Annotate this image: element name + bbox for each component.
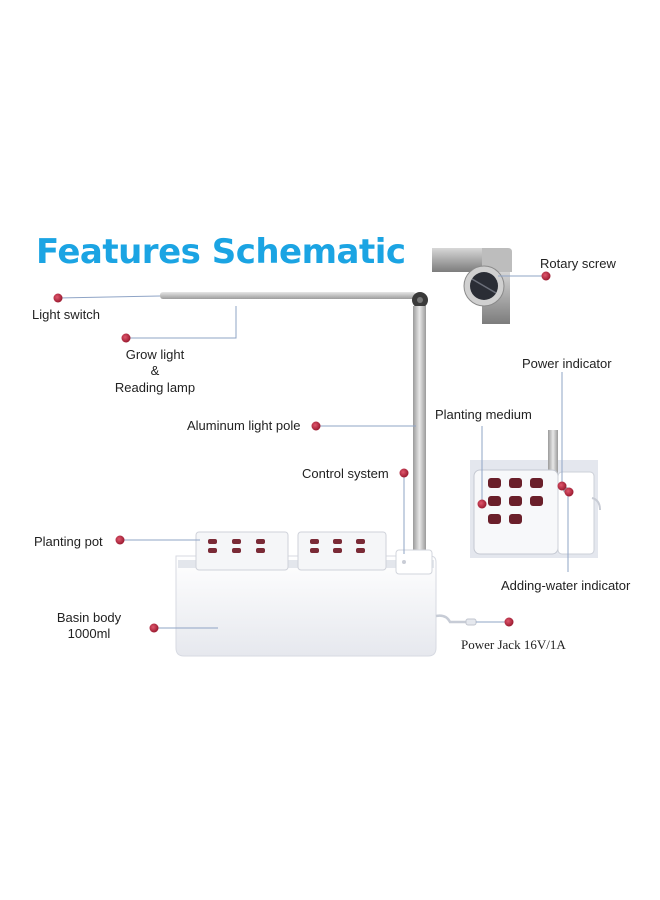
basin-body bbox=[175, 555, 437, 657]
joint-cap bbox=[417, 297, 423, 303]
label-power-indicator: Power indicator bbox=[522, 356, 612, 371]
control-led bbox=[402, 560, 406, 564]
marker-grow-light bbox=[121, 333, 131, 343]
power-cable bbox=[435, 614, 468, 624]
marker-planting-medium bbox=[477, 499, 487, 509]
label-rotary-screw: Rotary screw bbox=[540, 256, 616, 271]
marker-dots bbox=[53, 271, 574, 633]
planting-pot-left bbox=[195, 531, 289, 571]
marker-planting-pot bbox=[115, 535, 125, 545]
leader-lines bbox=[57, 275, 569, 629]
planting-pot-right bbox=[297, 531, 387, 571]
label-grow-light-line2: & bbox=[150, 363, 160, 378]
label-planting-medium: Planting medium bbox=[435, 407, 532, 422]
leader-grow-light bbox=[126, 306, 237, 339]
power-jack-plug bbox=[465, 618, 477, 626]
marker-power-indicator bbox=[557, 481, 567, 491]
label-basin-body-line1: Basin body bbox=[56, 610, 122, 625]
label-control-system: Control system bbox=[302, 466, 389, 481]
label-grow-light-line3: Reading lamp bbox=[114, 380, 196, 395]
marker-light-switch bbox=[53, 293, 63, 303]
marker-aluminum-pole bbox=[311, 421, 321, 431]
aluminum-light-pole bbox=[413, 306, 426, 564]
label-aluminum-pole: Aluminum light pole bbox=[187, 418, 301, 433]
leader-light-switch bbox=[57, 295, 161, 299]
inset-pole bbox=[548, 430, 558, 480]
grow-light-arm bbox=[160, 292, 416, 299]
marker-control-system bbox=[399, 468, 409, 478]
label-basin-body-line2: 1000ml bbox=[67, 626, 111, 641]
label-adding-water: Adding-water indicator bbox=[501, 578, 631, 593]
label-planting-pot: Planting pot bbox=[34, 534, 103, 549]
label-grow-light-line1: Grow light bbox=[125, 347, 185, 362]
control-system-box bbox=[395, 549, 433, 575]
control-panel-inset bbox=[470, 430, 601, 558]
label-light-switch: Light switch bbox=[32, 307, 100, 322]
page-title: Features Schematic bbox=[36, 232, 406, 272]
marker-basin-body bbox=[149, 623, 159, 633]
main-device bbox=[160, 292, 477, 657]
rotary-screw-inset bbox=[432, 248, 512, 324]
marker-rotary-screw bbox=[541, 271, 551, 281]
marker-power-jack bbox=[504, 617, 514, 627]
inset-planting-medium bbox=[488, 478, 543, 524]
marker-adding-water bbox=[564, 487, 574, 497]
label-power-jack: Power Jack 16V/1A bbox=[461, 637, 566, 652]
